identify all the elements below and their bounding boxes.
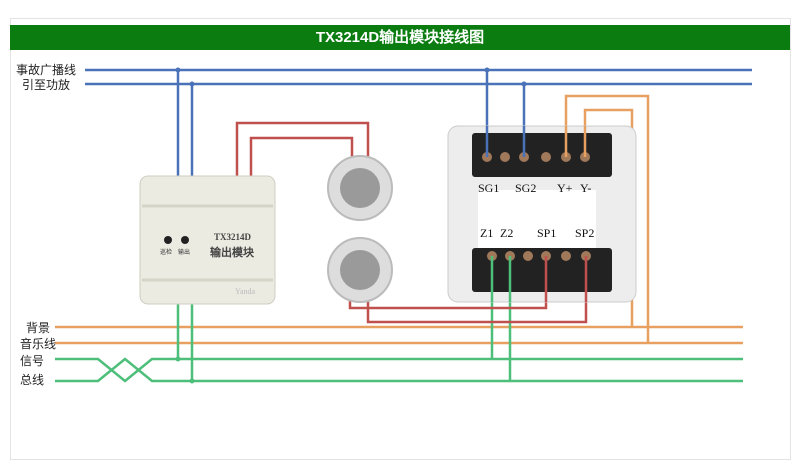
speaker-icon bbox=[327, 237, 393, 303]
led-icon bbox=[164, 236, 172, 244]
label-signal-2: 总线 bbox=[20, 373, 45, 387]
led-label-1: 巡检 bbox=[160, 250, 173, 256]
speaker-wire-1 bbox=[235, 121, 370, 180]
label-emergency-line: 事故广播线 bbox=[16, 63, 77, 77]
output-module bbox=[139, 175, 276, 305]
module-name: 输出模块 bbox=[210, 247, 254, 259]
terminal-y-minus: Y- bbox=[580, 181, 592, 195]
label-bgm-1: 背景 bbox=[26, 321, 51, 335]
terminal-sg1: SG1 bbox=[478, 181, 500, 195]
speaker-icon bbox=[327, 155, 393, 221]
frame bbox=[10, 18, 791, 460]
terminal-box bbox=[447, 125, 637, 303]
led-label-2: 输出 bbox=[178, 250, 191, 256]
speaker-wire-2 bbox=[249, 136, 354, 180]
brand-logo: Yanda bbox=[235, 287, 256, 296]
label-bgm-2: 音乐线 bbox=[20, 337, 57, 351]
module-model: TX3214D bbox=[214, 232, 252, 242]
label-to-amplifier: 引至功放 bbox=[22, 78, 71, 92]
led-icon bbox=[181, 236, 189, 244]
signal-line-b bbox=[55, 357, 743, 383]
terminal-sp2: SP2 bbox=[575, 226, 595, 240]
terminal-z1: Z1 bbox=[480, 226, 494, 240]
terminal-sg2: SG2 bbox=[515, 181, 537, 195]
terminal-sp1: SP1 bbox=[537, 226, 557, 240]
terminal-z2: Z2 bbox=[500, 226, 514, 240]
label-signal-1: 信号 bbox=[20, 354, 45, 368]
terminal-y-plus: Y+ bbox=[557, 181, 573, 195]
signal-line-a bbox=[55, 357, 743, 383]
diagram-title: TX3214D输出模块接线图 bbox=[10, 25, 790, 50]
